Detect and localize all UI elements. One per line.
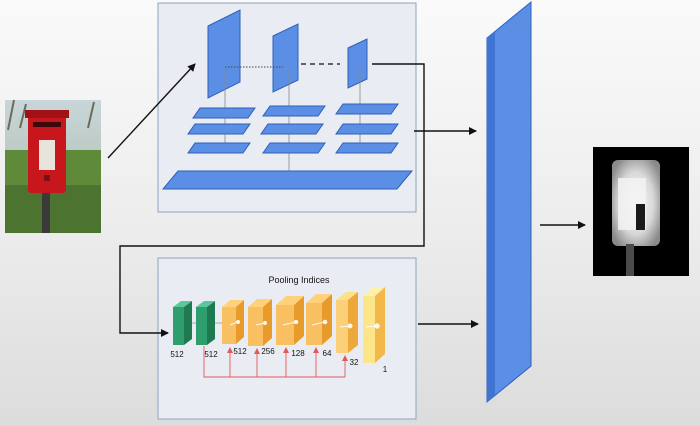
- feature-map-1: [207, 9, 241, 99]
- collection-plate: [39, 140, 55, 170]
- post-box-pole: [42, 190, 50, 233]
- pooled-plate: [335, 123, 399, 135]
- feature-map-2: [272, 23, 299, 93]
- pooled-plate: [192, 107, 256, 119]
- channel-label: 64: [323, 349, 332, 358]
- pooled-plate: [262, 105, 326, 117]
- decoder-block-64: [306, 303, 322, 345]
- input-image: [5, 99, 101, 233]
- pooled-plate: [335, 103, 399, 115]
- pooling-indices-label: Pooling Indices: [268, 275, 330, 285]
- channel-label: 32: [350, 358, 359, 367]
- decoder-block-1: [363, 296, 375, 363]
- channel-label: 512: [170, 350, 184, 359]
- output-image: [593, 147, 689, 276]
- feature-map-3: [347, 38, 368, 89]
- fusion-plane: [486, 0, 532, 404]
- pooled-plate: [262, 142, 326, 154]
- channel-label: 1: [383, 365, 388, 374]
- pooled-plate: [187, 142, 251, 154]
- pooled-plate: [260, 123, 324, 135]
- channel-label: 512: [233, 347, 247, 356]
- decoder-block-512: [222, 307, 236, 344]
- decoder-block-256: [248, 307, 263, 346]
- decoder-blocks: [173, 287, 385, 363]
- channel-label: 128: [291, 349, 305, 358]
- encoder-blocks: [161, 9, 414, 190]
- fused-feature-plate: [161, 170, 414, 190]
- pooled-plate: [335, 142, 399, 154]
- pooling-index-connections: [203, 346, 348, 378]
- pooled-plate: [187, 123, 251, 135]
- channel-label: 512: [204, 350, 218, 359]
- encoder-block-512a: [173, 307, 184, 345]
- channel-label: 256: [261, 347, 275, 356]
- encoder-block-512b: [196, 307, 207, 345]
- flow-arrows: [107, 63, 586, 337]
